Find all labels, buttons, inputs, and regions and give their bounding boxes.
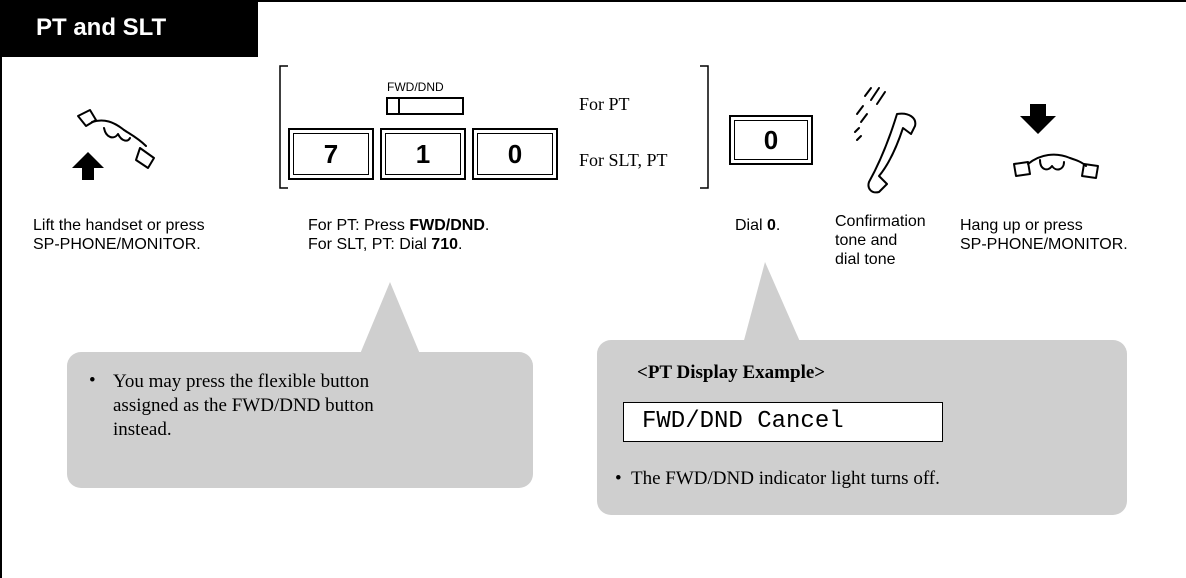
option-bracket <box>279 65 709 189</box>
handset-hangup-icon <box>1013 104 1099 179</box>
indicator-note: The FWD/DND indicator light turns off. <box>631 468 940 489</box>
title-tab: PT and SLT <box>0 0 258 57</box>
fwd-dnd-indicator <box>398 99 400 113</box>
feature-step-text: For PT: Press FWD/DND. For SLT, PT: Dial… <box>308 216 489 254</box>
left-callout-text: You may press the flexible button assign… <box>113 371 374 440</box>
hangup-step-text: Hang up or press SP-PHONE/MONITOR. <box>960 217 1128 253</box>
lift-step-text: Lift the handset or press SP-PHONE/MONIT… <box>33 216 205 254</box>
display-example-heading: <PT Display Example> <box>637 362 826 383</box>
dial-key-1[interactable]: 1 <box>380 128 466 180</box>
dial-step-text: Dial 0. <box>735 217 781 234</box>
lift-step-line-2: SP-PHONE/MONITOR. <box>33 236 201 253</box>
frame-left-border <box>0 0 2 578</box>
handset-tone-icon <box>854 87 917 194</box>
left-callout-pointer <box>360 282 420 354</box>
pt-display: FWD/DND Cancel <box>623 402 943 442</box>
frame-top-border <box>0 0 1186 2</box>
dial-key-0-final[interactable]: 0 <box>729 115 813 165</box>
fwd-dnd-button[interactable] <box>386 97 464 115</box>
left-callout: • You may press the flexible button assi… <box>67 352 533 488</box>
feature-step-line-2: For SLT, PT: Dial 710. <box>308 236 463 253</box>
feature-step-line-1: For PT: Press FWD/DND. <box>308 217 490 234</box>
dial-key-7[interactable]: 7 <box>288 128 374 180</box>
confirm-step-text: Confirmation tone and dial tone <box>835 213 926 268</box>
lift-step-line-1: Lift the handset or press <box>33 217 205 234</box>
page-title: PT and SLT <box>36 14 167 41</box>
right-callout: <PT Display Example> FWD/DND Cancel • Th… <box>597 340 1127 515</box>
handset-lift-icon <box>72 109 155 180</box>
dial-key-0[interactable]: 0 <box>472 128 558 180</box>
right-callout-pointer <box>743 262 801 344</box>
fwd-dnd-button-label: FWD/DND <box>387 80 444 94</box>
for-pt-label: For PT <box>579 94 630 114</box>
for-slt-pt-label: For SLT, PT <box>579 150 668 170</box>
